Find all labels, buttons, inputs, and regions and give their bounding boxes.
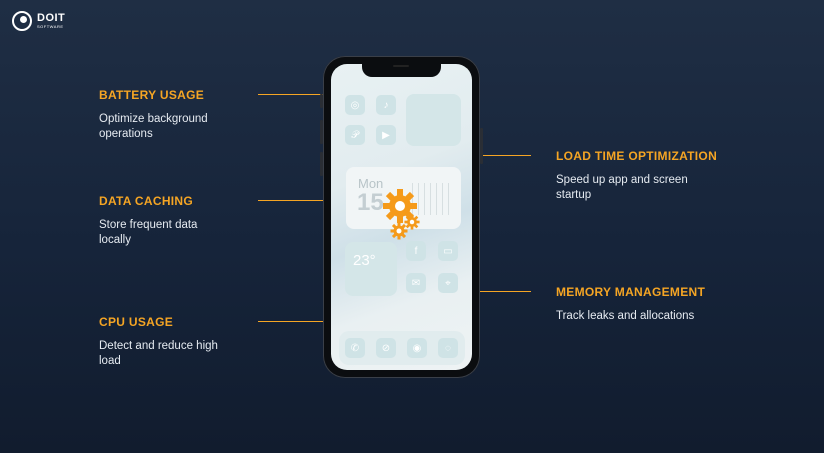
calendar-day: Mon bbox=[358, 176, 384, 191]
calendar-grid bbox=[412, 183, 452, 215]
tiktok-icon: ♪ bbox=[376, 95, 396, 115]
phone-side-button bbox=[320, 94, 323, 108]
instagram-icon: ◎ bbox=[345, 95, 365, 115]
feature-load-time: LOAD TIME OPTIMIZATION Speed up app and … bbox=[556, 149, 756, 203]
phone-power-button bbox=[480, 128, 483, 164]
feature-title: CPU USAGE bbox=[99, 315, 174, 329]
connector-line bbox=[452, 155, 531, 156]
connector-line bbox=[452, 291, 531, 292]
youtube-icon: ▶ bbox=[376, 125, 396, 145]
feature-description: Detect and reduce high load bbox=[99, 340, 218, 367]
feature-memory: MEMORY MANAGEMENT Track leaks and alloca… bbox=[556, 285, 756, 324]
feature-caching: DATA CACHING Store frequent data locally bbox=[99, 194, 249, 248]
feature-description: Track leaks and allocations bbox=[556, 310, 695, 322]
phone-side-button bbox=[320, 152, 323, 176]
calendar-date: 15 bbox=[357, 189, 384, 216]
logo-icon bbox=[12, 11, 32, 31]
feature-title: MEMORY MANAGEMENT bbox=[556, 285, 706, 299]
maps-icon: ⌖ bbox=[438, 273, 458, 293]
gear-icon bbox=[390, 222, 408, 240]
files-icon: ▭ bbox=[438, 241, 458, 261]
messages-icon: ◌ bbox=[438, 338, 458, 358]
mail-icon: ✉ bbox=[406, 273, 426, 293]
logo-name: DOIT bbox=[37, 12, 66, 24]
phone-notch bbox=[362, 61, 441, 77]
weather-widget: 23° bbox=[345, 242, 397, 296]
safari-icon: ⊘ bbox=[376, 338, 396, 358]
gear-icon bbox=[383, 189, 417, 223]
phone-side-button bbox=[320, 120, 323, 144]
weather-temp: 23° bbox=[353, 252, 376, 269]
feature-cpu: CPU USAGE Detect and reduce high load bbox=[99, 315, 249, 369]
logo-wordmark: DOIT SOFTWARE bbox=[37, 13, 65, 29]
feature-title: DATA CACHING bbox=[99, 194, 194, 208]
connector-line bbox=[258, 321, 333, 322]
connector-line bbox=[258, 94, 333, 95]
connector-line bbox=[258, 200, 333, 201]
logo-subtitle: SOFTWARE bbox=[37, 24, 64, 29]
doit-logo: DOIT SOFTWARE bbox=[12, 11, 65, 31]
feature-title: BATTERY USAGE bbox=[99, 88, 205, 102]
gear-icon bbox=[404, 214, 420, 230]
facebook-icon: f bbox=[406, 241, 426, 261]
feature-title: LOAD TIME OPTIMIZATION bbox=[556, 149, 718, 163]
feature-description: Speed up app and screen startup bbox=[556, 174, 688, 201]
notes-widget bbox=[406, 94, 461, 146]
feature-description: Store frequent data locally bbox=[99, 219, 198, 246]
feature-description: Optimize background operations bbox=[99, 113, 208, 140]
camera-icon: ◉ bbox=[407, 338, 427, 358]
phone-speaker bbox=[393, 65, 409, 67]
feature-battery: BATTERY USAGE Optimize background operat… bbox=[99, 88, 249, 142]
pinterest-icon: 𝒫 bbox=[345, 125, 365, 145]
phone-app-icon: ✆ bbox=[345, 338, 365, 358]
